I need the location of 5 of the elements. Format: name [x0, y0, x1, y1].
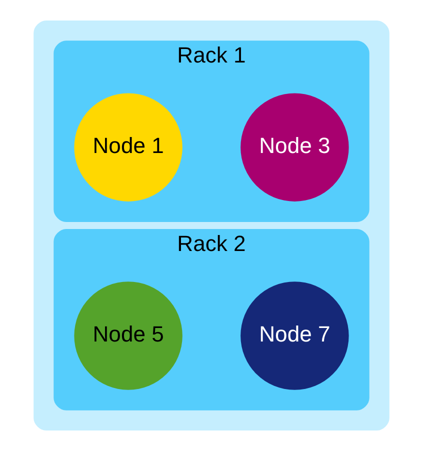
- node-circle: Node 1: [74, 92, 182, 201]
- node-circle: Node 7: [240, 281, 349, 390]
- node-circle: Node 5: [74, 281, 182, 390]
- node-circle: Node 3: [240, 92, 349, 201]
- cluster: [34, 20, 390, 430]
